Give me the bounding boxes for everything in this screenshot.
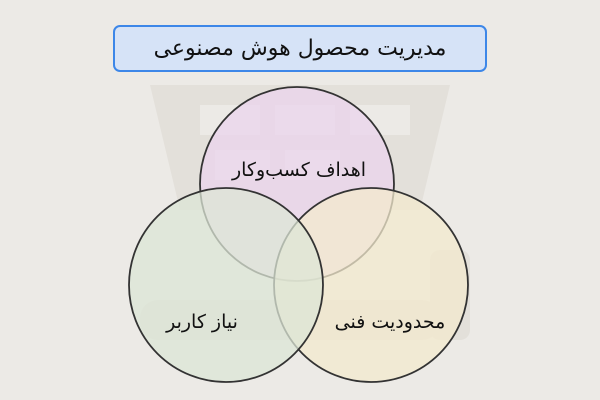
- page-title: مدیریت محصول هوش مصنوعی: [153, 36, 447, 61]
- label-business-goals: اهداف کسب‌وکار: [231, 159, 367, 181]
- label-user-needs: نیاز کاربر: [166, 311, 238, 333]
- circle-user-needs: [128, 187, 324, 383]
- title-box: مدیریت محصول هوش مصنوعی: [113, 25, 487, 72]
- label-technical-constraints: محدودیت فنی: [334, 311, 446, 333]
